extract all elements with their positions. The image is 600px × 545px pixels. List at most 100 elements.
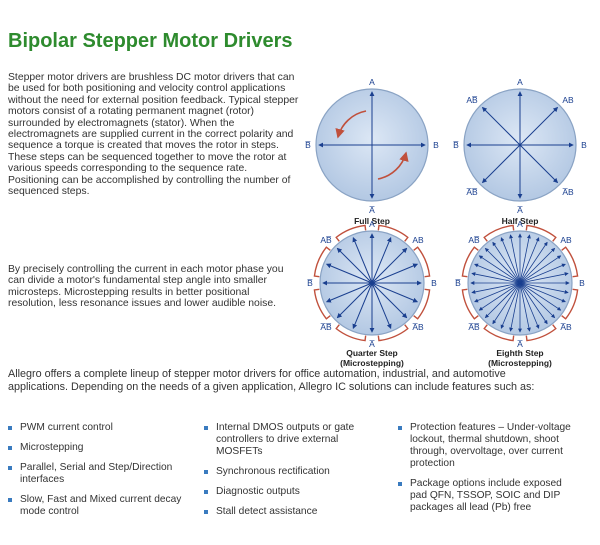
eighth-step-label-ab-bar: AB̅ xyxy=(468,235,480,245)
eighth-step-spokes xyxy=(470,233,570,333)
step-vector-arrow xyxy=(519,282,540,329)
microstep-bracket xyxy=(461,288,479,320)
step-vector-arrow xyxy=(478,282,521,311)
microstep-bracket xyxy=(561,288,579,320)
full-step-label-a: A xyxy=(369,77,375,87)
microstep-bracket xyxy=(483,324,515,342)
microstep-bracket xyxy=(335,324,367,342)
eighth-step-caption-line1: Eighth Step xyxy=(496,348,543,358)
quarter-step-label-b: B xyxy=(431,278,437,288)
feature-item: PWM current control xyxy=(8,422,188,434)
half-step-caption: Half Step xyxy=(502,216,539,226)
feature-item: Parallel, Serial and Step/Direction inte… xyxy=(8,462,188,486)
microstep-bracket xyxy=(413,246,431,278)
microstepping-paragraph: By precisely controlling the current in … xyxy=(8,264,284,310)
step-vector-arrow xyxy=(519,282,566,303)
half-step-label-a-bar-b-bar: A̅B̅ xyxy=(466,187,478,197)
full-step-diagram: A A̅ B̅ B Full Step xyxy=(305,77,439,226)
step-vector-arrow xyxy=(500,282,521,329)
microstep-bracket xyxy=(335,224,367,242)
eighth-step-label-b-bar: B̅ xyxy=(455,278,461,288)
step-vector-arrow xyxy=(325,282,373,303)
full-step-label-b: B xyxy=(433,140,439,150)
step-vector-arrow xyxy=(519,234,531,284)
step-vector-arrow xyxy=(352,236,373,284)
half-step-label-b: B xyxy=(581,140,587,150)
eighth-step-label-a-bar-b: A̅B xyxy=(560,322,572,332)
quarter-step-caption-line2: (Microstepping) xyxy=(340,358,404,368)
lineup-paragraph: Allegro offers a complete lineup of step… xyxy=(8,368,535,393)
half-step-label-b-bar: B̅ xyxy=(453,140,459,150)
quarter-step-label-ab-bar: AB̅ xyxy=(320,235,332,245)
step-vector-arrow xyxy=(371,282,392,330)
step-vector-arrow xyxy=(519,282,562,311)
quarter-step-label-a-bar-b-bar: A̅B̅ xyxy=(320,322,332,332)
step-vector-arrow xyxy=(519,282,548,325)
feature-item: Package options include exposed pad QFN,… xyxy=(398,478,578,514)
step-vector-arrow xyxy=(481,106,521,146)
step-vector-arrow xyxy=(484,282,521,319)
step-vector-arrow xyxy=(519,255,562,284)
stepper-diagrams: A A̅ B̅ B Full Step A A̅ B̅ B AB̅ AB A̅B… xyxy=(305,77,587,368)
feature-item: Slow, Fast and Mixed current decay mode … xyxy=(8,494,188,518)
step-vector-arrow xyxy=(519,263,566,284)
eighth-step-label-a-bar-b-bar: A̅B̅ xyxy=(468,322,480,332)
feature-column-2: Internal DMOS outputs or gate controller… xyxy=(204,422,376,526)
microstep-bracket xyxy=(377,324,409,342)
step-vector-arrow xyxy=(484,247,521,284)
quarter-step-label-a: A xyxy=(369,219,375,229)
full-step-rotation-arc-left xyxy=(335,110,367,139)
eighth-step-label-a-bar: A̅ xyxy=(517,339,523,349)
feature-item: Protection features – Under-voltage lock… xyxy=(398,422,578,470)
feature-item: Stall detect assistance xyxy=(204,506,376,518)
full-step-caption: Full Step xyxy=(354,216,390,226)
half-step-label-a-bar-b: A̅B xyxy=(562,187,574,197)
half-step-spokes xyxy=(466,91,574,199)
eighth-step-diagram: A A̅ B̅ B AB̅ AB A̅B̅ A̅B Eighth Step (M… xyxy=(455,219,585,368)
half-step-diagram: A A̅ B̅ B AB̅ AB A̅B̅ A̅B Half Step xyxy=(453,77,587,226)
step-vector-arrow xyxy=(336,282,373,319)
step-vector-arrow xyxy=(519,282,569,294)
half-step-label-a: A xyxy=(517,77,523,87)
full-step-label-b-bar: B̅ xyxy=(305,140,311,150)
quarter-step-brackets xyxy=(313,224,431,342)
step-vector-arrow xyxy=(519,272,569,284)
step-vector-arrow xyxy=(519,237,540,284)
microstep-bracket xyxy=(313,246,331,278)
step-vector-arrow xyxy=(509,282,521,332)
step-vector-arrow xyxy=(371,247,408,284)
step-vector-arrow xyxy=(500,237,521,284)
feature-item: Diagnostic outputs xyxy=(204,486,376,498)
step-vector-arrow xyxy=(519,106,559,146)
intro-paragraph: Stepper motor drivers are brushless DC m… xyxy=(8,72,299,198)
full-step-rotation-arc-right xyxy=(377,151,409,180)
quarter-step-spokes xyxy=(322,233,422,333)
step-vector-arrow xyxy=(478,255,521,284)
microstep-bracket xyxy=(483,224,515,242)
full-step-label-a-bar: A̅ xyxy=(369,205,375,215)
step-vector-arrow xyxy=(352,282,373,330)
half-step-label-ab: AB xyxy=(562,95,574,105)
step-vector-arrow xyxy=(336,247,373,284)
microstep-bracket xyxy=(413,288,431,320)
feature-item: Internal DMOS outputs or gate controller… xyxy=(204,422,376,458)
step-vector-arrow xyxy=(519,282,531,332)
microstep-bracket xyxy=(525,324,557,342)
microstep-bracket xyxy=(377,224,409,242)
step-vector-arrow xyxy=(492,241,521,284)
step-vector-arrow xyxy=(519,144,559,184)
step-vector-arrow xyxy=(471,272,521,284)
microstep-bracket xyxy=(461,246,479,278)
step-vector-arrow xyxy=(492,282,521,325)
step-vector-arrow xyxy=(481,144,521,184)
quarter-step-label-b-bar: B̅ xyxy=(307,278,313,288)
quarter-step-label-a-bar-b: A̅B xyxy=(412,322,424,332)
eighth-step-caption-line2: (Microstepping) xyxy=(488,358,552,368)
quarter-step-label-a-bar: A̅ xyxy=(369,339,375,349)
microstep-bracket xyxy=(525,224,557,242)
eighth-step-label-b: B xyxy=(579,278,585,288)
eighth-step-label-ab: AB xyxy=(560,235,572,245)
step-vector-arrow xyxy=(371,282,408,319)
